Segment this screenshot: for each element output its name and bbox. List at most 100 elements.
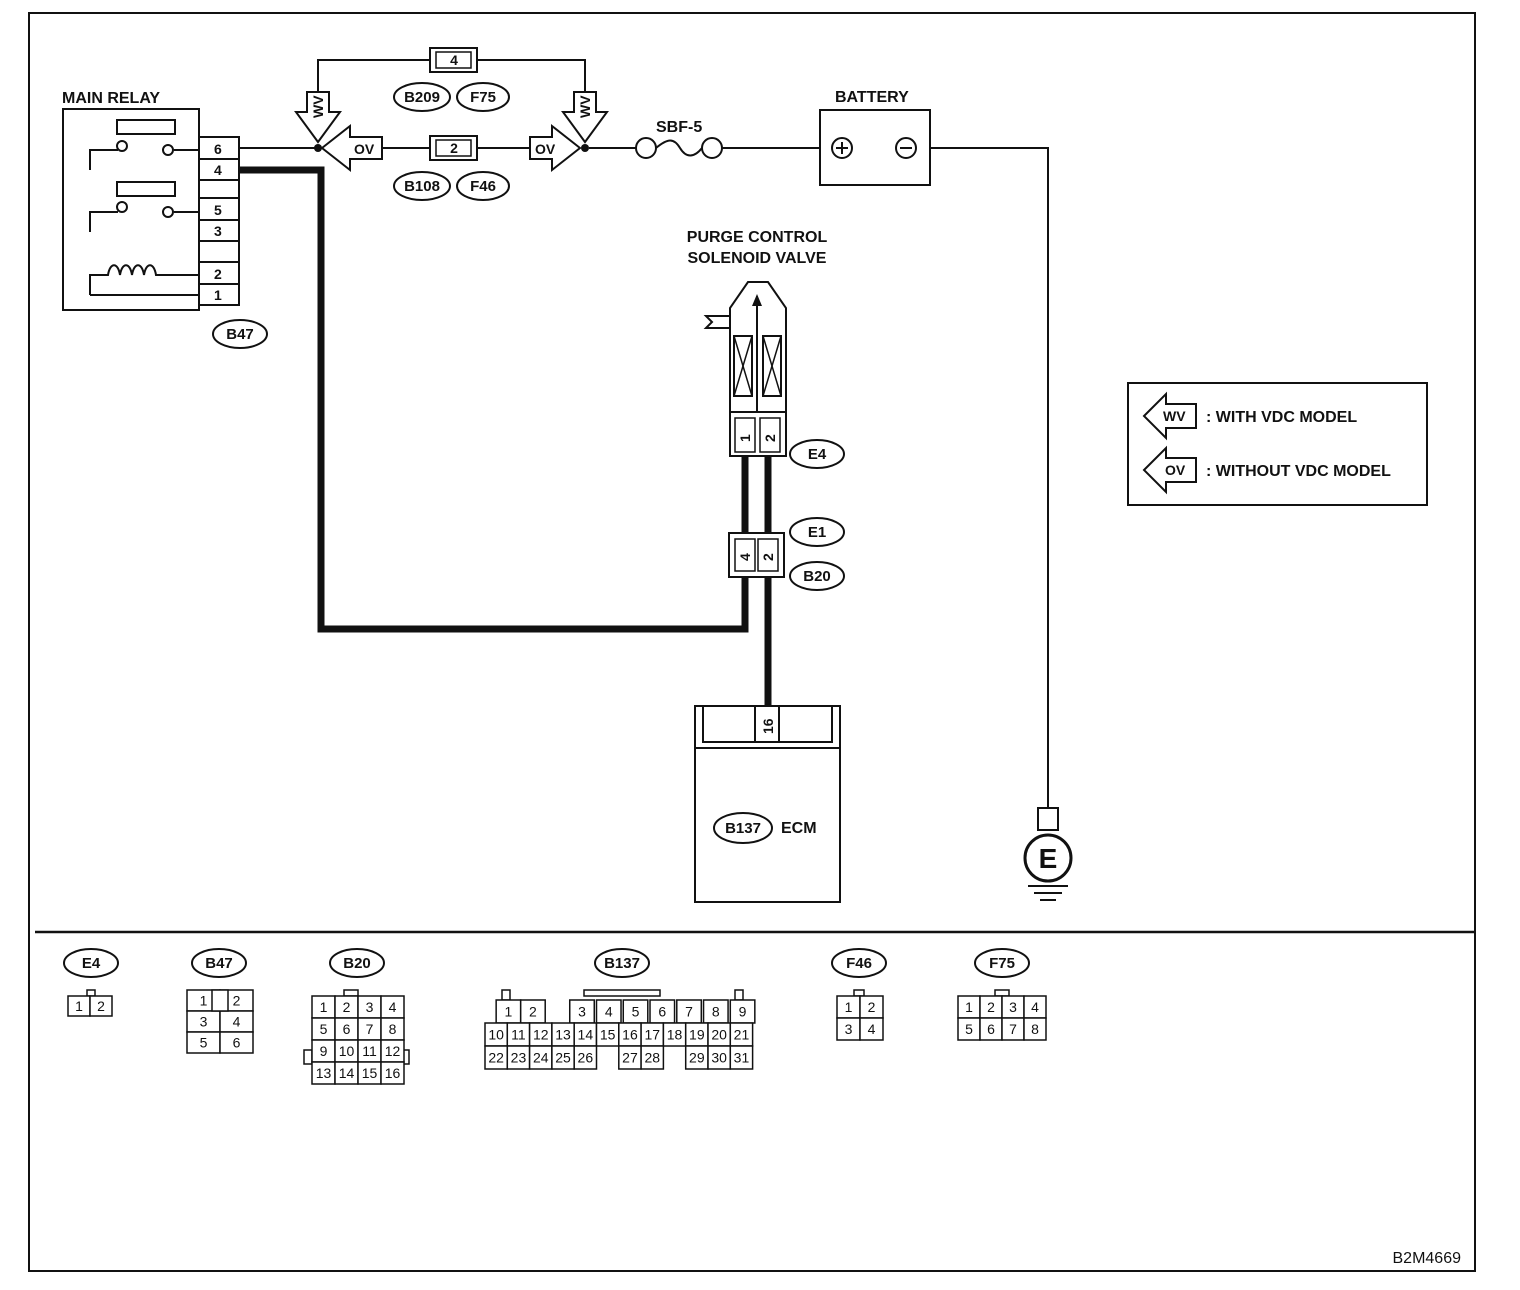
- connector-pin-number: 14: [578, 1027, 594, 1043]
- connector-pin-number: 1: [505, 1004, 513, 1020]
- fuse-terminal-right: [701, 137, 723, 159]
- relay-contact-bar-1: [116, 119, 176, 135]
- connector-cavity: [89, 995, 113, 1017]
- connector-view-oval: [329, 948, 385, 978]
- coil-left-x2: [733, 335, 753, 397]
- connector-id-f75: F75: [470, 89, 496, 106]
- oval-b209: [393, 82, 451, 112]
- connector-id-b137: B137: [725, 820, 761, 837]
- relay-pin-label: 2: [214, 266, 222, 282]
- junction-dot-left: [314, 144, 322, 152]
- valve-port: [703, 315, 730, 329]
- signal-wiring: [239, 166, 772, 706]
- connector-pin-number: 11: [511, 1027, 526, 1043]
- connector-pin-number: 17: [644, 1027, 660, 1043]
- purge-valve-label-2: SOLENOID VALVE: [688, 250, 827, 267]
- main-relay-box: [62, 108, 200, 311]
- connector-pin-number: 2: [868, 999, 876, 1015]
- connector-id-e4: E4: [808, 446, 827, 463]
- relay-contact-2a: [116, 201, 128, 213]
- connector-pin-number: 1: [200, 993, 208, 1009]
- connector-pin-number: 3: [578, 1004, 586, 1020]
- oval-e1: [789, 517, 845, 547]
- connector-pin-number: 23: [511, 1050, 527, 1066]
- ecm: 16 B137 ECM: [694, 705, 841, 903]
- ground-icon: [1023, 833, 1073, 883]
- legend-ov-text: : WITHOUT VDC MODEL: [1206, 463, 1391, 480]
- connector-pin-number: 18: [667, 1027, 683, 1043]
- connector-pin-number: 3: [366, 999, 374, 1015]
- relay-contact-bar-2: [116, 181, 176, 197]
- connector-view-name: E4: [82, 955, 101, 972]
- coil-right: [762, 335, 782, 397]
- connector-pin-number: 9: [739, 1004, 747, 1020]
- valve-flow-arrow-icon: [752, 294, 762, 306]
- connector-pin-number: 7: [685, 1004, 693, 1020]
- junction-pin4-box: [734, 538, 756, 572]
- connector-pin-number: 10: [339, 1043, 355, 1059]
- ov-arrow-right: [529, 123, 582, 173]
- wv-arrow-left-text: WV: [310, 95, 326, 118]
- connector-cavity: [219, 1031, 254, 1054]
- main-relay-pin-block: 6 4 5 3 2 1: [198, 136, 240, 306]
- connector-pin-number: 19: [689, 1027, 705, 1043]
- connector-id-b20: B20: [803, 568, 831, 585]
- connector-view-name: B137: [604, 955, 640, 972]
- connector-pin-number: 15: [600, 1027, 616, 1043]
- legend-wv-arrow-text: WV: [1163, 408, 1186, 424]
- connector-cavity: [729, 1045, 754, 1070]
- supply-wiring: 4 B209 F75 2 B108 F46 WV WV OV OV: [239, 47, 636, 201]
- connector-view-oval: [191, 948, 247, 978]
- diagram-frame: [28, 12, 1476, 1272]
- relay-pin-label: 6: [214, 141, 222, 157]
- connector-pin-number: 6: [658, 1004, 666, 1020]
- ov-arrow-right-text: OV: [535, 141, 556, 157]
- purge-control-solenoid-valve: PURGE CONTROL SOLENOID VALVE 1 2 E4: [687, 229, 845, 469]
- junction-connector-e1-b20: 4 2 E1 B20: [728, 517, 845, 591]
- connector-id-e1: E1: [808, 524, 826, 541]
- ecm-pin16-box: [754, 705, 780, 743]
- battery-label: BATTERY: [835, 89, 909, 106]
- connector-pin-number: 30: [711, 1050, 727, 1066]
- connector-pin-number: 9: [320, 1043, 328, 1059]
- ecm-label: ECM: [781, 820, 817, 837]
- connector-latch: [853, 989, 865, 997]
- coil-right-x2: [762, 335, 782, 397]
- valve-body: [729, 281, 787, 412]
- connector-view-name: B47: [205, 955, 233, 972]
- ov-arrow-left: [320, 123, 383, 173]
- legend: WV : WITH VDC MODEL OV : WITHOUT VDC MOD…: [1127, 382, 1428, 506]
- connector-key: [211, 989, 229, 1012]
- connector-view-oval: [974, 948, 1030, 978]
- connector-pin-number: 1: [845, 999, 853, 1015]
- ground-stub: [1037, 807, 1059, 831]
- connector-latch: [86, 989, 96, 997]
- junction-pin2-box: [757, 538, 779, 572]
- connector-pin-number: 10: [488, 1027, 504, 1043]
- connector-pin-number: 11: [362, 1043, 377, 1059]
- oval-b108: [393, 171, 451, 201]
- purge-valve-label-1: PURGE CONTROL: [687, 229, 828, 246]
- oval-f46: [456, 171, 510, 201]
- connector-pin-number: 3: [845, 1021, 853, 1037]
- connector-pin-number: 2: [233, 993, 241, 1009]
- junction-pin-2: 2: [760, 553, 776, 561]
- ecm-pin-16: 16: [760, 718, 776, 734]
- connector-pin-number: 29: [689, 1050, 705, 1066]
- connector-pin-number: 24: [533, 1050, 549, 1066]
- relay-switch-1: [89, 149, 199, 170]
- connector-pin-number: 4: [389, 999, 397, 1015]
- wv-arrow-left: [294, 91, 342, 144]
- connector-pin-number: 2: [97, 998, 105, 1014]
- legend-wv-text: : WITH VDC MODEL: [1206, 409, 1357, 426]
- connector-pin-number: 8: [1031, 1021, 1039, 1037]
- connector-pin-number: 1: [75, 998, 83, 1014]
- relay-coil: [89, 264, 199, 295]
- branch-pin-ov: 2: [450, 140, 458, 156]
- connector-pin-number: 25: [555, 1050, 571, 1066]
- connector-pin-number: 27: [622, 1050, 638, 1066]
